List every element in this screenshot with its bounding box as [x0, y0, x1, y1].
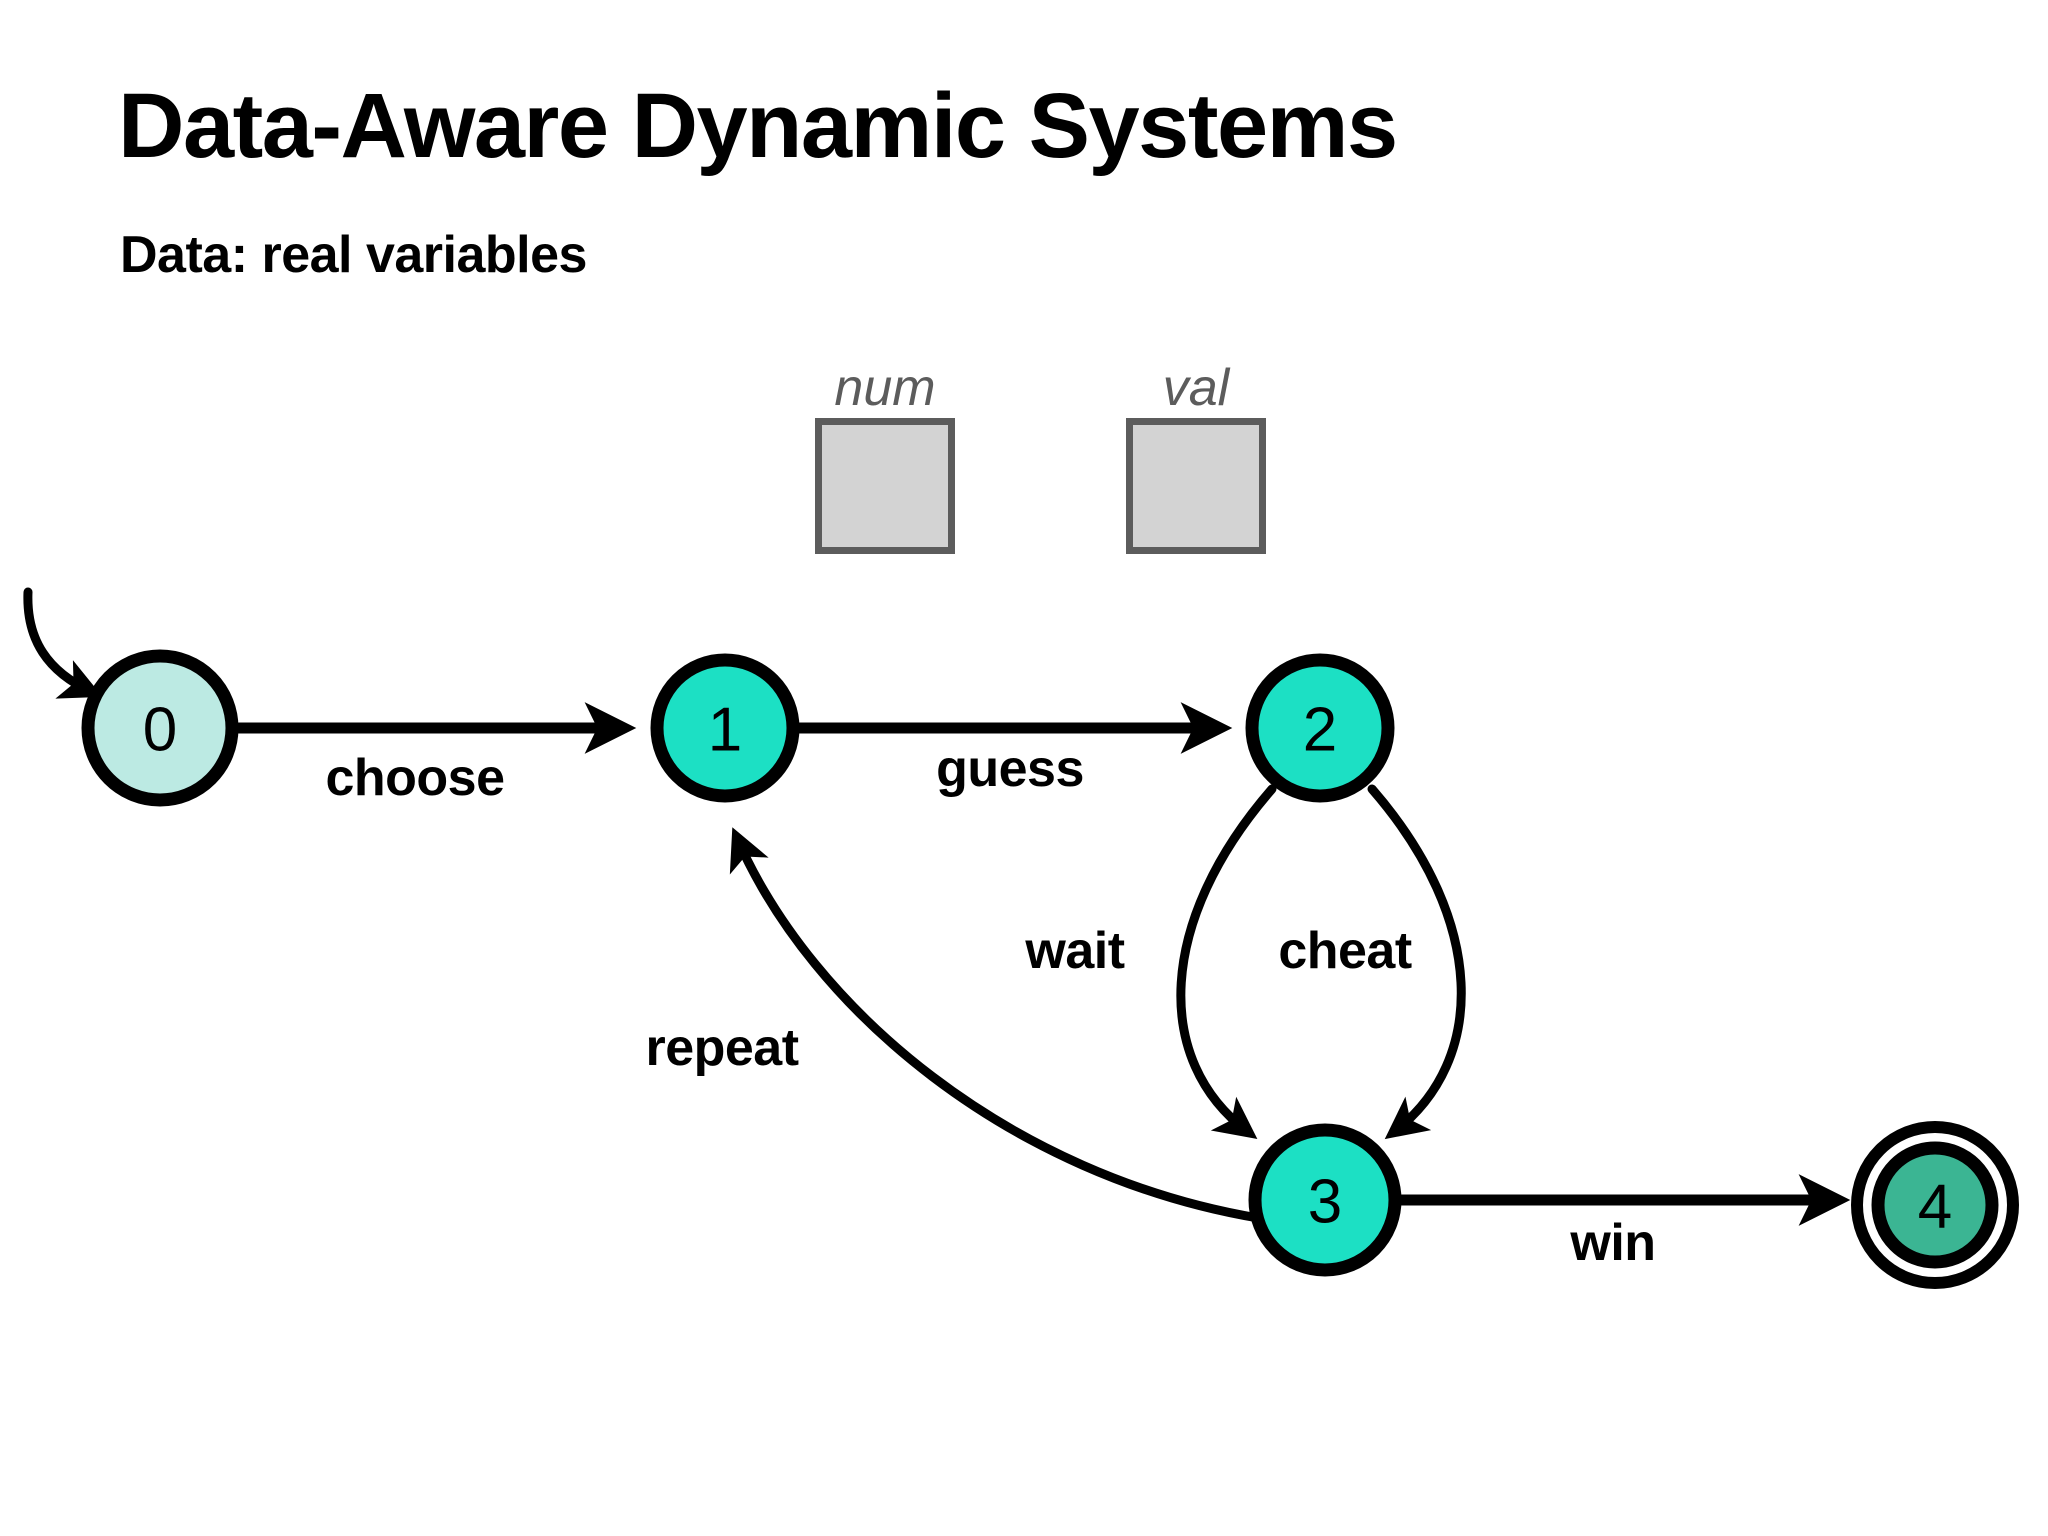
state-node-1-label: 1	[708, 696, 742, 765]
state-node-2[interactable]: 2	[1245, 653, 1395, 803]
state-node-2-label: 2	[1303, 696, 1337, 765]
variable-val-label: val	[1162, 359, 1230, 417]
edge-label-repeat: repeat	[645, 1019, 798, 1077]
variable-val-box[interactable]	[1126, 418, 1266, 554]
state-node-1[interactable]: 1	[650, 653, 800, 803]
state-node-4-outer-ring	[1851, 1121, 2019, 1289]
state-node-4[interactable]: 4	[1851, 1121, 2019, 1289]
variable-val: val	[1126, 362, 1266, 554]
edge-label-wait: wait	[1024, 922, 1124, 980]
edge-label-choose: choose	[325, 749, 504, 807]
variable-num: num	[815, 362, 955, 554]
edge-repeat[interactable]	[729, 827, 1263, 1223]
state-node-3-label: 3	[1308, 1168, 1342, 1237]
page-subtitle: Data: real variables	[120, 226, 587, 284]
state-node-4-label: 4	[1918, 1173, 1952, 1242]
state-node-0[interactable]: 0	[81, 649, 239, 807]
variable-num-label: num	[834, 359, 936, 417]
state-node-0-label: 0	[143, 696, 177, 765]
variable-num-box[interactable]	[815, 418, 955, 554]
edge-cheat[interactable]	[1367, 784, 1466, 1140]
start-arrow	[23, 587, 103, 699]
state-node-3[interactable]: 3	[1248, 1123, 1402, 1277]
edge-label-win: win	[1569, 1214, 1655, 1272]
edge-label-guess: guess	[936, 740, 1084, 798]
edge-wait[interactable]	[1176, 784, 1277, 1140]
page-title: Data-Aware Dynamic Systems	[118, 75, 1398, 177]
edge-label-cheat: cheat	[1278, 922, 1412, 980]
